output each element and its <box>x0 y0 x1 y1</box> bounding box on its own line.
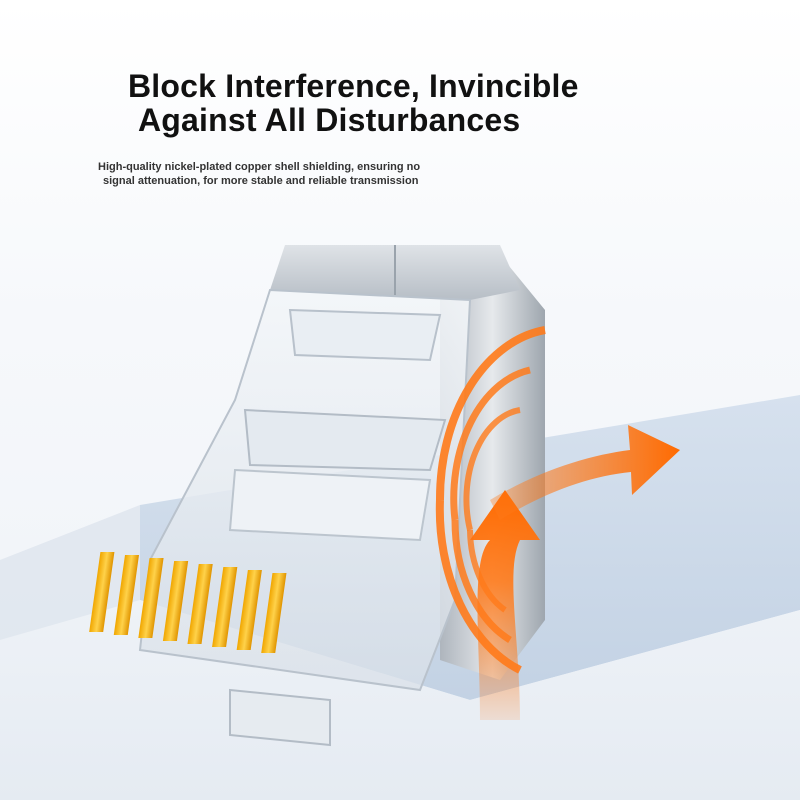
subtext-line-2: signal attenuation, for more stable and … <box>103 175 419 187</box>
headline-line-1: Block Interference, Invincible <box>128 68 579 104</box>
interference-arrow-icon <box>470 425 680 720</box>
headline-line-2: Against All Disturbances <box>138 102 521 138</box>
gold-contacts <box>89 552 287 653</box>
subtext-line-1: High-quality nickel-plated copper shell … <box>98 161 421 173</box>
